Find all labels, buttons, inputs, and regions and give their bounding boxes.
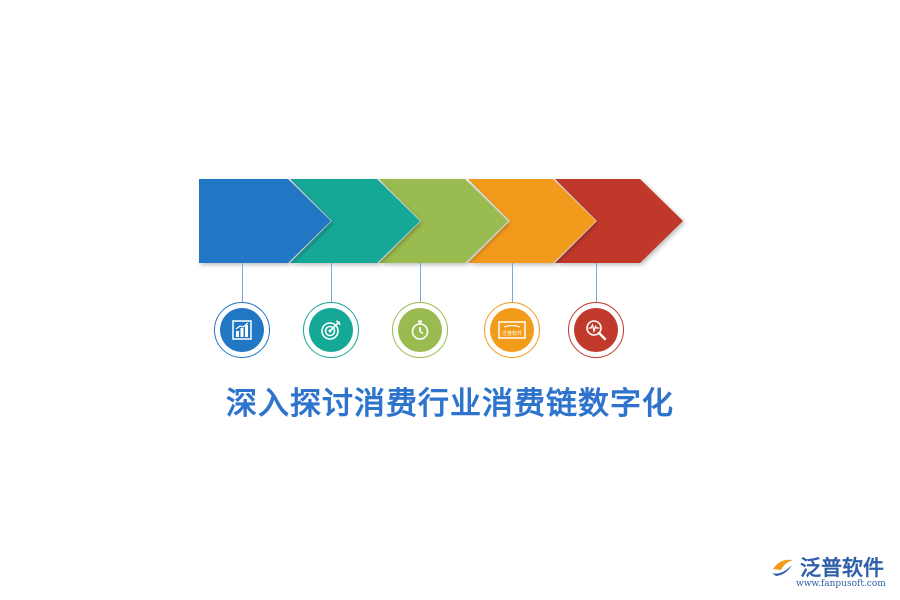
arrow-segment-4 <box>468 179 596 263</box>
connector-1 <box>242 263 243 303</box>
brand-logo: 泛普软件 <box>770 552 884 582</box>
certificate-badge: 泛普软件 <box>484 302 540 358</box>
arrow-segment-5 <box>555 179 683 263</box>
magnify-pulse-badge <box>568 302 624 358</box>
connector-5 <box>596 263 597 303</box>
arrow-segment-2 <box>290 179 420 263</box>
page-title: 深入探讨消费行业消费链数字化 <box>226 386 674 422</box>
logo-text: 泛普软件 <box>800 556 884 580</box>
bar-chart-badge <box>214 302 270 358</box>
logo-url: www.fanpusoft.com <box>796 579 886 589</box>
bar-chart-icon <box>232 320 252 340</box>
certificate-icon: 泛普软件 <box>498 321 526 339</box>
target-icon <box>321 320 341 340</box>
target-badge <box>303 302 359 358</box>
certificate-caption: 泛普软件 <box>502 330 522 337</box>
arrow-segment-3 <box>379 179 508 263</box>
stopwatch-badge <box>392 302 448 358</box>
connector-3 <box>420 263 421 303</box>
arrow-segment-1 <box>199 179 331 263</box>
connector-2 <box>331 263 332 303</box>
magnify-pulse-icon <box>586 320 607 341</box>
process-arrow-band <box>199 179 683 263</box>
connector-4 <box>512 263 513 303</box>
fanpu-logo-icon <box>772 559 793 576</box>
stopwatch-icon <box>411 320 429 340</box>
